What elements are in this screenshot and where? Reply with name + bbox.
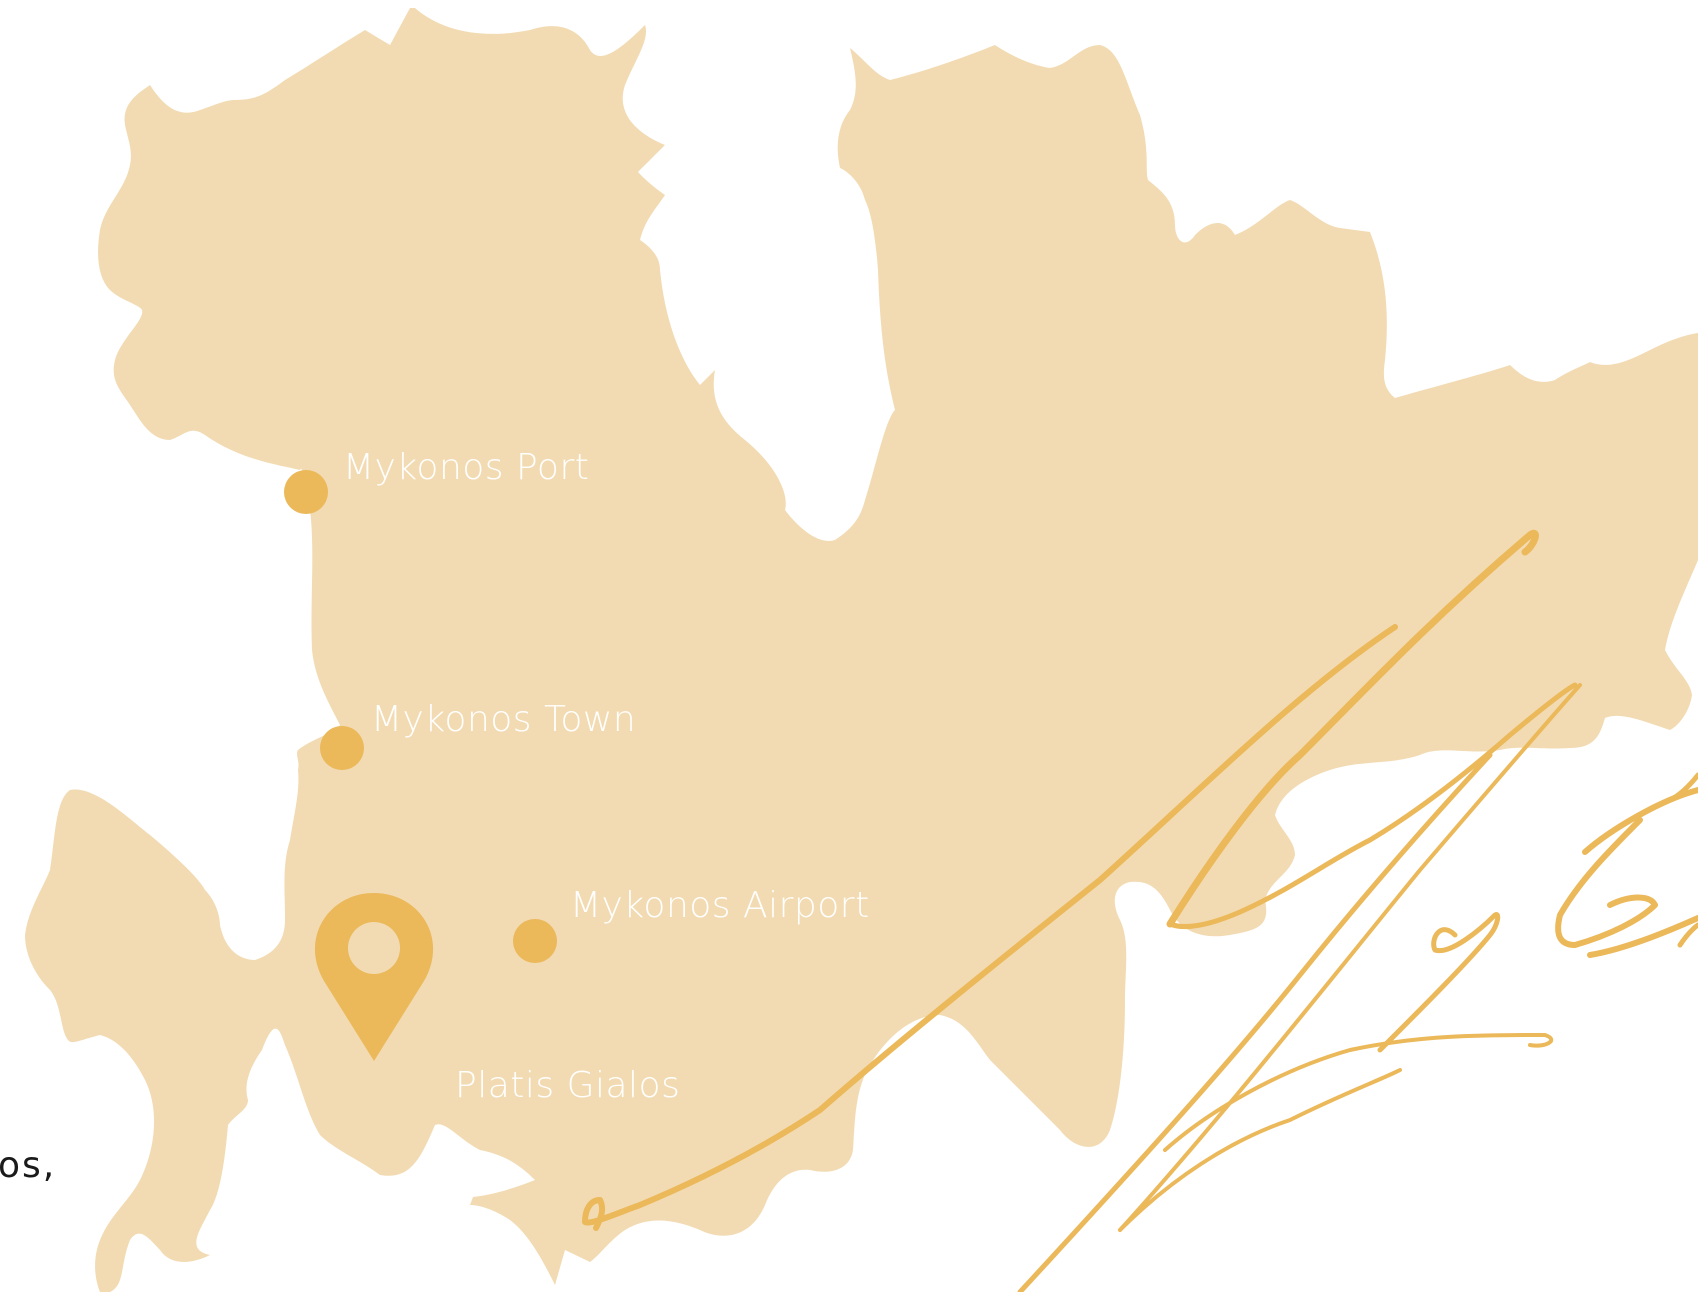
location-pin-body bbox=[314, 893, 434, 1061]
island-landmass bbox=[25, 8, 1698, 1292]
mykonos-airport-label[interactable]: Mykonos Airport bbox=[570, 885, 870, 926]
mykonos-town-label[interactable]: Mykonos Town bbox=[371, 699, 637, 740]
mykonos-town-marker[interactable] bbox=[320, 726, 364, 770]
mykonos-airport-marker[interactable] bbox=[513, 919, 557, 963]
handwritten-signature bbox=[582, 529, 1698, 1292]
location-pin-icon[interactable] bbox=[314, 893, 434, 1061]
mykonos-port-label[interactable]: Mykonos Port bbox=[343, 447, 590, 488]
platis-gialos-label[interactable]: Platis Gialos bbox=[455, 1065, 681, 1106]
side-text-fragment: os, bbox=[0, 1145, 57, 1186]
mykonos-port-marker[interactable] bbox=[284, 470, 328, 514]
location-pin-hole bbox=[348, 922, 400, 974]
